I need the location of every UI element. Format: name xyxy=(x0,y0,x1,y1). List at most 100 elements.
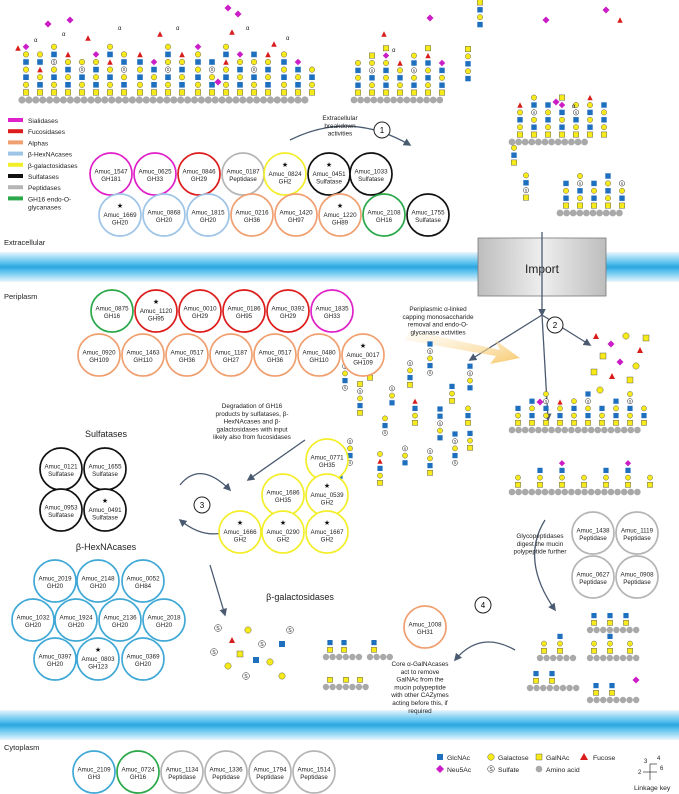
enzyme-id: Amuc_0908 xyxy=(620,572,654,579)
amino-acid-symbol xyxy=(540,684,547,692)
glcnac-symbol xyxy=(439,82,445,88)
glcnac-symbol xyxy=(223,51,229,58)
glcnac-symbol xyxy=(467,385,473,391)
enzyme-family: GH36 xyxy=(244,217,261,224)
glcnac-symbol xyxy=(281,59,287,65)
sulfate-glyph: S xyxy=(349,460,352,465)
galactose-symbol xyxy=(647,474,653,481)
fucose-symbol xyxy=(412,398,418,404)
amino-acid-symbol xyxy=(87,96,95,104)
enzyme-family: GH123 xyxy=(88,664,108,671)
galactose-symbol xyxy=(389,392,395,399)
amino-acid-symbol xyxy=(568,488,575,496)
sulfate-glyph: S xyxy=(212,650,216,656)
galactose-symbol xyxy=(309,66,316,73)
fucose-symbol xyxy=(517,102,523,108)
enzyme-ring xyxy=(615,511,659,555)
star-marker: ★ xyxy=(153,298,159,306)
amino-acid-symbol xyxy=(589,209,597,217)
amino-acid-symbol xyxy=(541,138,549,146)
sulfate-glyph: S xyxy=(260,642,264,648)
sulfate-symbol xyxy=(120,66,128,73)
enzyme-family: GH95 xyxy=(148,316,165,323)
symbol-legend-galactose: Galactose xyxy=(498,755,529,762)
fucose-symbol xyxy=(271,41,277,47)
sulfate-glyph: S xyxy=(545,399,548,404)
galactose-symbol xyxy=(377,472,383,479)
glcnac-symbol xyxy=(563,180,569,187)
amino-acid-symbol xyxy=(128,96,136,104)
amino-acid-symbol xyxy=(528,426,536,434)
sulfate-symbol xyxy=(250,66,258,73)
glcnac-symbol xyxy=(355,67,361,74)
galnac-symbol xyxy=(607,648,613,654)
galnac-symbol xyxy=(411,89,417,96)
fucose-symbol xyxy=(587,94,593,101)
glcnac-symbol xyxy=(601,117,607,123)
enzyme-ring xyxy=(261,510,305,554)
amino-acid-symbol xyxy=(586,654,594,662)
enzyme-ring xyxy=(204,750,248,794)
fucose-symbol xyxy=(107,59,113,65)
arrow-step1 xyxy=(289,125,412,146)
enzyme-id: Amuc_1669 xyxy=(103,212,137,219)
galactose-symbol xyxy=(78,59,85,66)
enzyme-ring xyxy=(297,333,341,377)
galactose-symbol xyxy=(194,51,201,58)
amino-acid-symbol xyxy=(370,96,378,104)
step-circle xyxy=(193,496,211,514)
sulfate-glyph: S xyxy=(123,67,126,72)
galnac-symbol xyxy=(607,620,613,626)
legend-glcnac-icon xyxy=(437,754,443,760)
sulfate-glyph: S xyxy=(53,60,56,65)
amino-acid-symbol xyxy=(573,684,580,692)
glcnac-symbol xyxy=(79,74,85,80)
enzyme-ring xyxy=(39,488,83,532)
star-marker: ★ xyxy=(282,161,288,169)
sulfate-symbol xyxy=(411,67,417,74)
galnac-symbol xyxy=(557,648,563,654)
galactose-symbol xyxy=(377,451,383,457)
amino-acid-symbol xyxy=(541,488,549,496)
galactose-symbol xyxy=(64,74,71,81)
enzyme-ring xyxy=(83,488,127,532)
galnac-symbol xyxy=(449,398,455,404)
amino-acid-symbol xyxy=(396,96,404,104)
galactose-symbol xyxy=(383,60,389,66)
alpha-label: α xyxy=(176,26,180,32)
glcnac-symbol xyxy=(605,173,611,179)
neu5ac-symbol xyxy=(558,101,566,109)
enzyme-family: GH2 xyxy=(321,500,334,507)
galactose-symbol xyxy=(92,74,99,81)
neu5ac-symbol xyxy=(616,358,624,366)
enzyme-id: Amuc_0803 xyxy=(81,656,115,663)
amino-acid-symbol xyxy=(533,684,540,692)
glcnac-symbol xyxy=(545,117,551,123)
galnac-symbol xyxy=(581,482,587,488)
galactose-symbol xyxy=(511,144,517,151)
galactose-symbol xyxy=(23,81,30,88)
fucose-symbol xyxy=(609,373,615,379)
fucose-symbol xyxy=(157,31,163,37)
galactose-symbol xyxy=(452,445,458,452)
galnac-symbol xyxy=(178,89,185,96)
enzyme-family: GH181 xyxy=(101,176,121,183)
amino-acid-symbol xyxy=(355,653,363,661)
glcnac-symbol xyxy=(253,657,259,663)
galnac-symbol xyxy=(425,45,431,52)
galactose-symbol xyxy=(619,187,625,194)
enzyme-ring xyxy=(403,605,447,649)
amino-acid-symbol xyxy=(46,96,54,104)
sulfate-symbol xyxy=(382,429,388,436)
galnac-symbol xyxy=(587,131,593,138)
glcnac-symbol xyxy=(537,467,543,473)
galactose-symbol xyxy=(591,187,597,194)
galactose-symbol xyxy=(425,67,431,74)
arrow-glycopeptidases xyxy=(534,519,556,612)
amino-acid-symbol xyxy=(184,96,192,104)
